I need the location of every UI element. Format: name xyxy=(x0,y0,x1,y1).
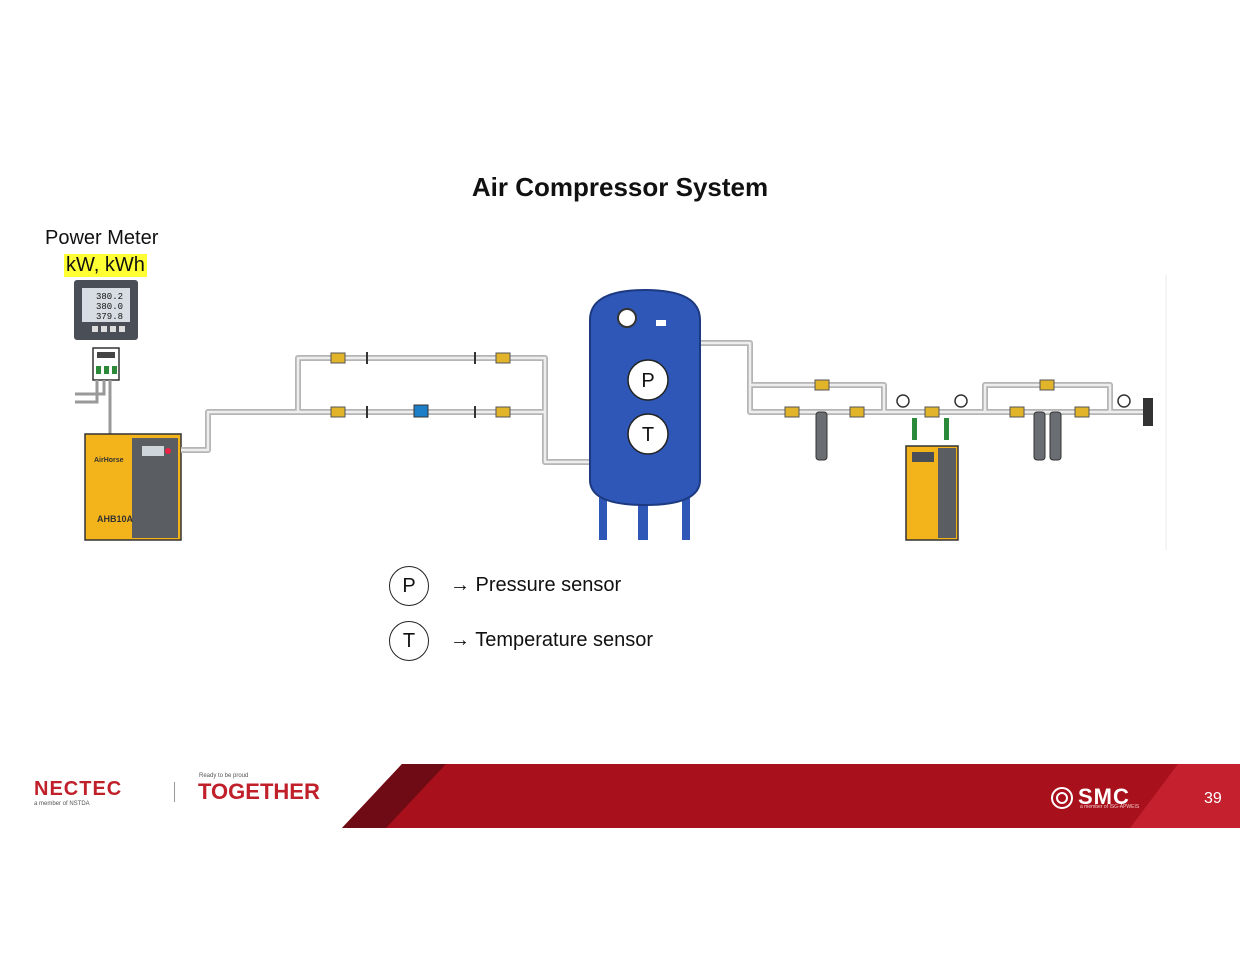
footer-divider xyxy=(174,782,175,802)
tank-temperature-sensor: T xyxy=(642,424,654,446)
compressor-model: AHB10A xyxy=(97,514,134,524)
flow-meter xyxy=(413,404,429,418)
power-meter-label: Power Meter xyxy=(45,227,159,249)
legend-text-temperature: → Temperature sensor xyxy=(450,629,654,651)
legend-symbol-pressure: P xyxy=(389,566,429,606)
diagram-title: Air Compressor System xyxy=(471,172,769,202)
nectec-logo: NECTEC xyxy=(34,778,123,800)
air-receiver-tank: P T xyxy=(589,288,701,540)
smc-logo-icon xyxy=(1051,787,1073,809)
compressor-unit: AirHorse AHB10A xyxy=(84,433,182,541)
smc-logo: SMC xyxy=(1078,784,1130,809)
compressor-brand: AirHorse xyxy=(94,457,124,464)
meter-reading-3: 379.8 xyxy=(96,312,123,322)
together-subtitle: Ready to be proud xyxy=(199,773,249,779)
page-number: 39 xyxy=(1204,790,1222,807)
system-diagram: 380.2 380.0 379.8 AirHorse AHB10A xyxy=(74,275,1167,550)
smc-subtitle: a member of ISG-APWEIS xyxy=(1080,804,1140,810)
footer-bar xyxy=(342,764,1240,828)
tank-pressure-sensor: P xyxy=(641,370,654,392)
together-logo: TOGETHER xyxy=(198,779,320,804)
legend-text-pressure: → Pressure sensor xyxy=(450,574,622,596)
air-dryer-unit xyxy=(905,445,959,541)
meter-reading-2: 380.0 xyxy=(96,302,123,312)
power-meter-units: kW, kWh xyxy=(64,254,147,277)
legend-symbol-temperature: T xyxy=(389,621,429,661)
meter-reading-1: 380.2 xyxy=(96,292,123,302)
power-meter-device: 380.2 380.0 379.8 xyxy=(74,280,138,340)
nectec-subtitle: a member of NSTDA xyxy=(34,801,90,807)
